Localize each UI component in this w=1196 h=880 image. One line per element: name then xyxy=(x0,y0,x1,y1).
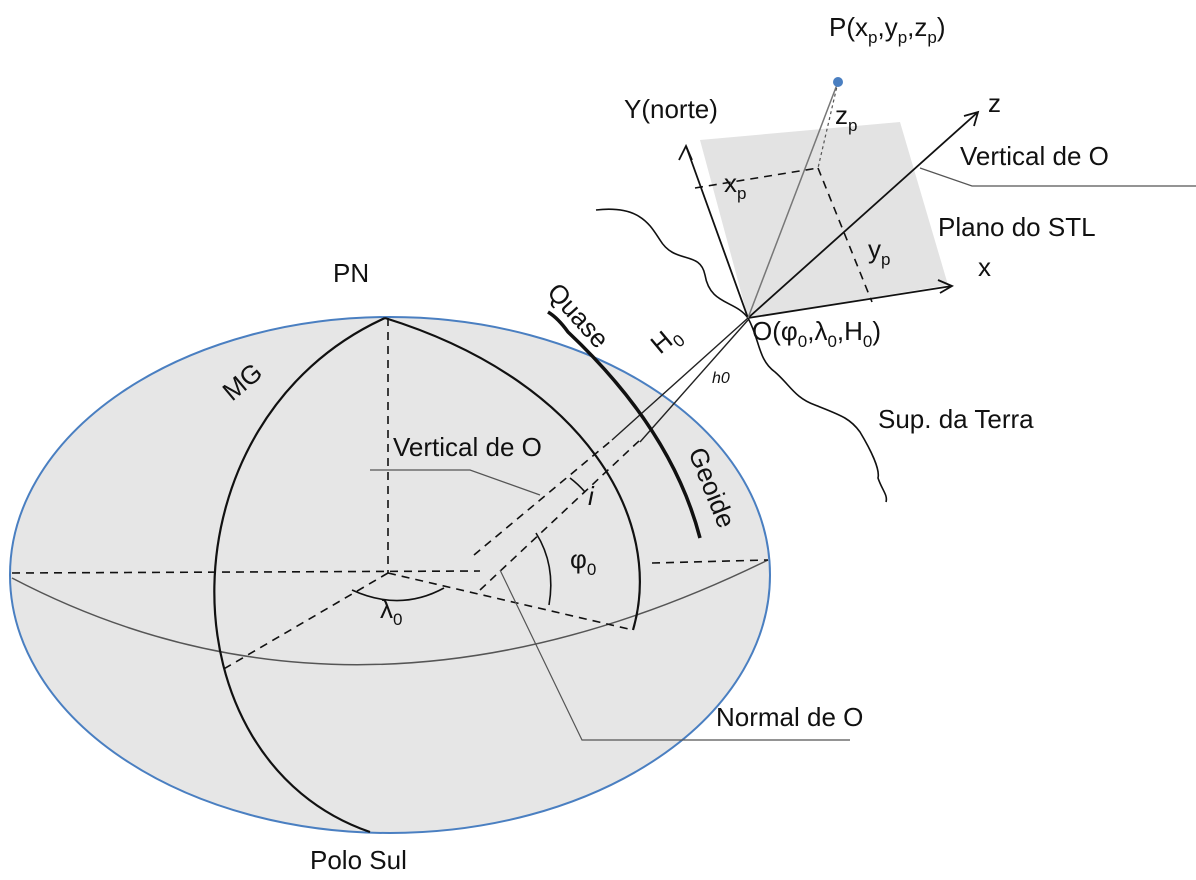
yp-projection xyxy=(817,167,873,303)
h0-upper-label: H0 xyxy=(645,318,689,363)
z-axis-arrow xyxy=(963,110,980,127)
vertical-de-o-leader-top xyxy=(919,167,1196,187)
vertical-de-o-label-center: Vertical de O xyxy=(393,432,542,462)
polo-sul-label: Polo Sul xyxy=(310,845,407,875)
earth-surface-curve xyxy=(595,208,888,503)
deflection-arc xyxy=(569,477,586,493)
sup-da-terra-label: Sup. da Terra xyxy=(878,404,1034,434)
plano-do-stl-label: Plano do STL xyxy=(938,212,1096,242)
ellipsoid xyxy=(9,316,771,834)
vertical-line-outer xyxy=(639,319,749,443)
xp-projection xyxy=(694,167,819,189)
vector-op xyxy=(747,81,839,319)
y-axis-arrow xyxy=(678,143,693,161)
phi0-arc xyxy=(535,532,552,606)
point-p-label: P(xp,yp,zp) xyxy=(829,12,946,47)
x-axis-arrow xyxy=(937,279,954,294)
stl-plane xyxy=(700,122,948,318)
quasigeoid-curve xyxy=(547,310,702,539)
zp-label: zp xyxy=(835,100,857,135)
normal-line-center xyxy=(479,439,641,591)
phi0-label: φ0 xyxy=(570,544,596,579)
z-axis xyxy=(747,111,979,319)
zp-projection xyxy=(817,81,839,169)
vertical-de-o-label-top: Vertical de O xyxy=(960,141,1109,171)
normal-de-o-leader xyxy=(499,569,850,741)
lambda0-label: λ0 xyxy=(380,594,402,629)
h0-lower-label: h0 xyxy=(712,370,730,387)
origin-label: O(φ0,λ0,H0) xyxy=(752,316,881,351)
xp-label: xp xyxy=(724,168,746,203)
equator-dashed-right xyxy=(651,559,769,564)
y-axis xyxy=(685,145,749,319)
yp-label: yp xyxy=(868,234,890,269)
greenwich-radius xyxy=(221,572,389,671)
x-axis xyxy=(747,285,953,319)
lambda0-arc xyxy=(351,587,445,602)
vertical-de-o-leader-center xyxy=(370,469,541,496)
deflection-i-label: i xyxy=(588,481,595,511)
pn-label: PN xyxy=(333,258,369,288)
meridian-of-o xyxy=(384,316,641,631)
z-axis-label: z xyxy=(988,88,1001,118)
greenwich-meridian xyxy=(213,316,386,834)
y-axis-label: Y(norte) xyxy=(624,94,718,124)
normal-de-o-label: Normal de O xyxy=(716,702,863,732)
x-axis-label: x xyxy=(978,252,991,282)
normal-line-outer xyxy=(611,317,749,441)
equator-line xyxy=(11,559,769,666)
point-p xyxy=(833,77,843,87)
vertical-line-center xyxy=(473,439,613,556)
